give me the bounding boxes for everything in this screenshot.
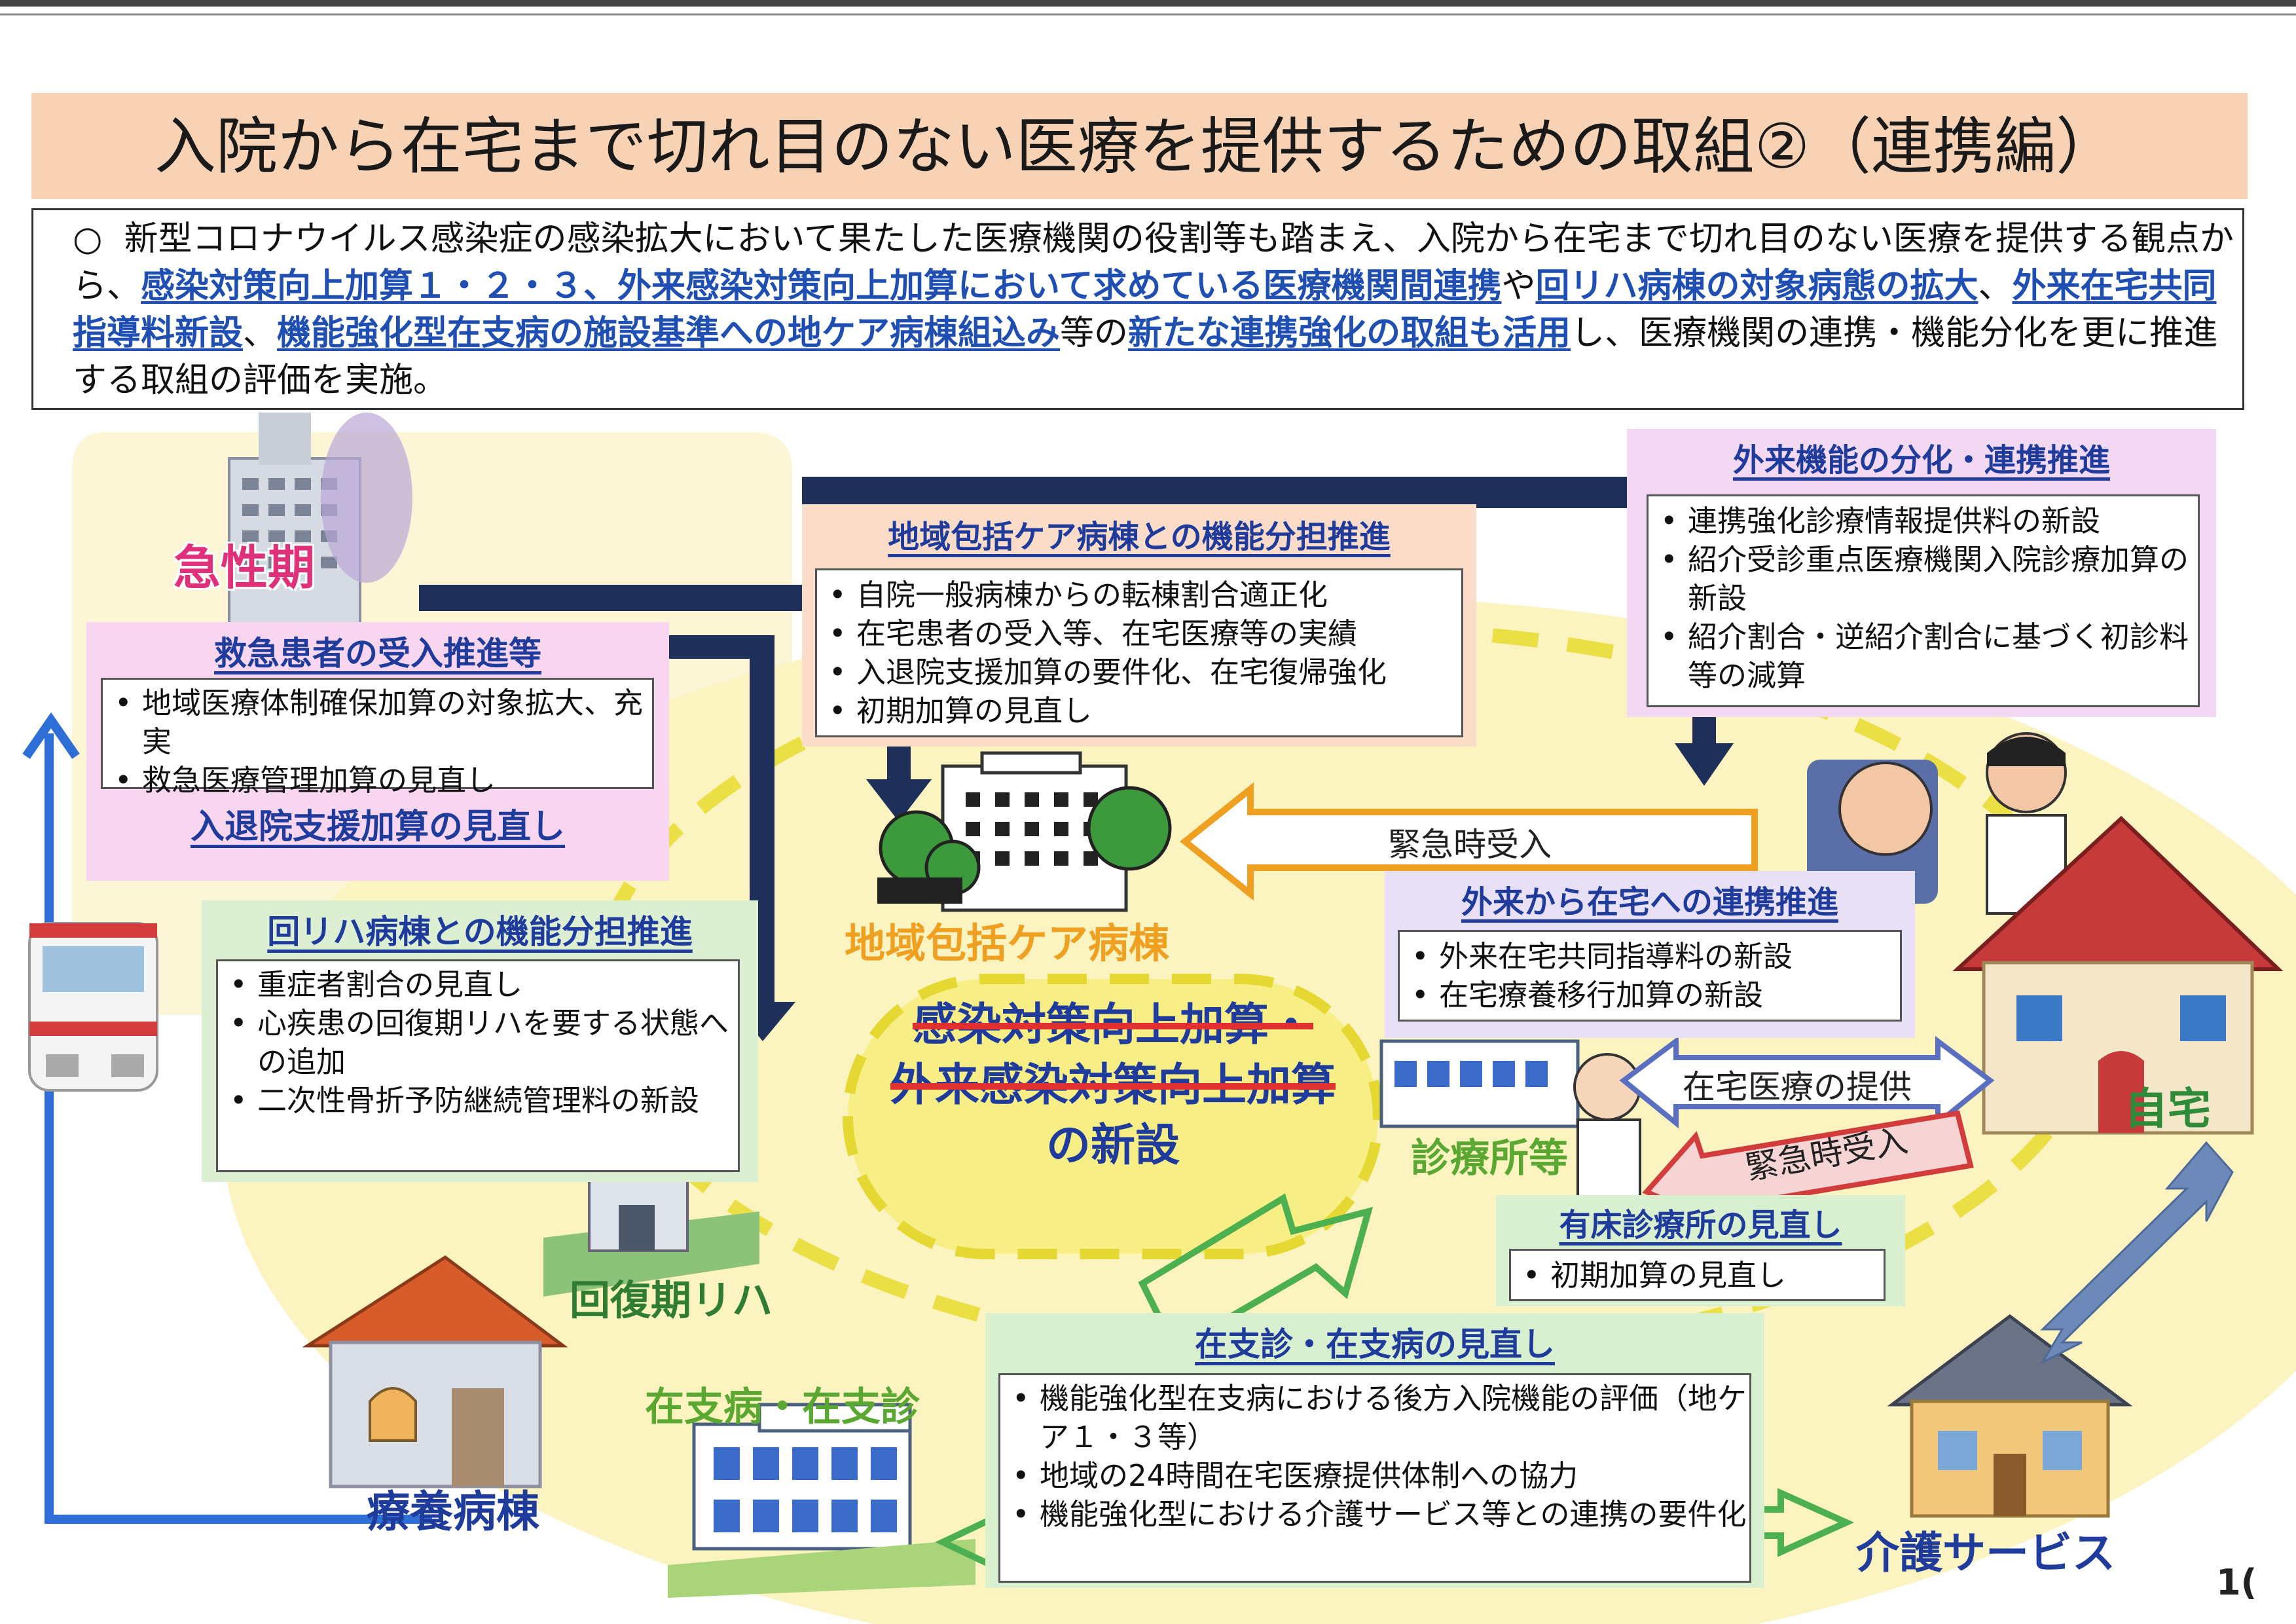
community-box: 地域包括ケア病棟との機能分担推進 自院一般病棟からの転棟割合適正化 在宅患者の受… [802, 504, 1476, 747]
bed-clinic-box: 有床診療所の見直し 初期加算の見直し [1496, 1195, 1905, 1306]
acute-label: 急性期 [173, 540, 316, 595]
outpatient-home-item-1: 外来在宅共同指導料の新設 [1400, 937, 1900, 976]
rehab-box: 回リハ病棟との機能分担推進 重症者割合の見直し 心疾患の回復期リハを要する状態へ… [202, 900, 758, 1182]
bed-clinic-item-1: 初期加算の見直し [1511, 1256, 1884, 1295]
center-line-1: 感染対策向上加算・ [912, 999, 1313, 1051]
community-item-3: 入退院支援加算の要件化、在宅復帰強化 [817, 653, 1461, 692]
navy-arrows [419, 477, 1734, 1041]
intro-paragraph: ○ 新型コロナウイルス感染症の感染拡大において果たした医療機関の役割等も踏まえ、… [33, 210, 2242, 404]
longterm-ward-label: 療養病棟 [367, 1486, 539, 1537]
intro-box: ○ 新型コロナウイルス感染症の感染拡大において果たした医療機関の役割等も踏まえ、… [31, 208, 2244, 410]
home-support-item-3: 機能強化型における介護サービス等との連携の要件化 [1000, 1495, 1749, 1534]
intro-highlight-3: 外来在宅共同指導料新設 [73, 267, 2217, 353]
home-support-label: 在支病・在支診 [645, 1384, 920, 1430]
emergency-footer: 入退院支援加算の見直し [190, 807, 565, 847]
recovery-rehab-label: 回復期リハ [570, 1276, 773, 1324]
emergency-heading: 救急患者の受入推進等 [214, 635, 541, 673]
outpatient-item-2: 紹介受診重点医療機関入院診療加算の新設 [1649, 540, 2198, 618]
bed-clinic-heading: 有床診療所の見直し [1559, 1207, 1842, 1244]
clinic-label: 診療所等 [1411, 1135, 1568, 1181]
home-support-building-icon [668, 1403, 975, 1598]
intro-highlight-4: 機能強化型在支病の施設基準への地ケア病棟組込み [277, 314, 1061, 353]
intro-bullet: ○ [73, 219, 103, 259]
emergency-item-2: 救急医療管理加算の見直し [103, 761, 652, 800]
hospital-tower-icon [228, 413, 412, 643]
emergency-admission-arrow [1179, 782, 1758, 901]
home-support-item-2: 地域の24時間在宅医療提供体制への協力 [1000, 1456, 1749, 1495]
intro-text-3: 、 [1978, 267, 2013, 306]
rehab-heading: 回リハ病棟との機能分担推進 [267, 913, 693, 951]
home-support-list-box: 機能強化型在支病における後方入院機能の評価（地ケア１・３等） 地域の24時間在宅… [998, 1373, 1751, 1583]
outpatient-home-heading: 外来から在宅への連携推進 [1461, 884, 1838, 921]
emergency-list-box: 地域医療体制確保加算の対象拡大、充実 救急医療管理加算の見直し [101, 678, 654, 800]
bed-clinic-list-box: 初期加算の見直し [1509, 1249, 1886, 1301]
center-text: 感染対策向上加算・ 外来感染対策向上加算 の新設 [848, 995, 1378, 1176]
outpatient-box: 外来機能の分化・連携推進 連携強化診療情報提供料の新設 紹介受診重点医療機関入院… [1627, 429, 2216, 717]
community-list-box: 自院一般病棟からの転棟割合適正化 在宅患者の受入等、在宅医療等の実績 入退院支援… [815, 568, 1463, 737]
home-medical-provision-label: 在宅医療の提供 [1683, 1068, 1912, 1106]
rehab-item-1: 重症者割合の見直し [218, 965, 738, 1004]
left-return-arrow-head [22, 712, 80, 759]
community-item-4: 初期加算の見直し [817, 692, 1461, 730]
rehab-list-box: 重症者割合の見直し 心疾患の回復期リハを要する状態への追加 二次性骨折予防継続管… [216, 959, 740, 1172]
intro-text-2: や [1501, 267, 1536, 306]
intro-highlight-2: 回リハ病棟の対象病態の拡大 [1535, 267, 1978, 306]
intro-text-6: し、医療機関の連携・機能分化を更に推進する取組の評価を実施。 [73, 314, 2218, 400]
intro-highlight-1: 感染対策向上加算１・２・３、外来感染対策向上加算において求めている医療機関間連携 [141, 267, 1502, 306]
longterm-ward-house-icon [302, 1255, 568, 1488]
rehab-item-3: 二次性骨折予防継続管理料の新設 [218, 1081, 738, 1120]
outpatient-home-box: 外来から在宅への連携推進 外来在宅共同指導料の新設 在宅療養移行加算の新設 [1385, 871, 1915, 1038]
home-support-heading: 在支診・在支病の見直し [1195, 1325, 1555, 1363]
intro-text-1: 新型コロナウイルス感染症の感染拡大において果たした医療機関の役割等も踏まえ、入院… [73, 219, 2234, 306]
title-banner [31, 93, 2248, 199]
community-item-1: 自院一般病棟からの転棟割合適正化 [817, 576, 1461, 614]
home-care-double-arrow [2040, 1141, 2234, 1365]
community-heading: 地域包括ケア病棟との機能分担推進 [888, 519, 1391, 555]
page-title: 入院から在宅まで切れ目のない医療を提供するための取組②（連携編） [154, 111, 2118, 183]
intro-text-4: 、 [243, 314, 278, 353]
emergency-item-1: 地域医療体制確保加算の対象拡大、充実 [103, 684, 652, 761]
outpatient-home-item-2: 在宅療養移行加算の新設 [1400, 976, 1900, 1014]
page-number: 1( [2216, 1562, 2257, 1603]
emergency-box: 救急患者の受入推進等 地域医療体制確保加算の対象拡大、充実 救急医療管理加算の見… [86, 622, 669, 881]
clinic-building-icon [1379, 1039, 1641, 1200]
rehab-item-2: 心疾患の回復期リハを要する状態への追加 [218, 1004, 738, 1081]
intro-highlight-5: 新たな連携強化の取組も活用 [1128, 314, 1571, 353]
home-house-icon [1807, 732, 2284, 1135]
emergency-admission-label: 緊急時受入 [1388, 826, 1552, 864]
center-line-3: の新設 [1046, 1120, 1180, 1172]
home-support-item-1: 機能強化型在支病における後方入院機能の評価（地ケア１・３等） [1000, 1379, 1749, 1456]
home-label: 自宅 [2124, 1084, 2211, 1134]
rehab-building-icon [543, 1171, 759, 1297]
community-ward-label: 地域包括ケア病棟 [845, 919, 1170, 967]
care-service-label: 介護サービス [1856, 1528, 2115, 1578]
outpatient-item-1: 連携強化診療情報提供料の新設 [1649, 502, 2198, 540]
community-ward-building-icon [877, 751, 1172, 912]
home-medical-provision-arrow [1619, 1036, 1995, 1129]
home-support-box: 在支診・在支病の見直し 機能強化型在支病における後方入院機能の評価（地ケア１・３… [985, 1313, 1764, 1588]
intro-text-5: 等の [1060, 314, 1129, 353]
outpatient-list-box: 連携強化診療情報提供料の新設 紹介受診重点医療機関入院診療加算の新設 紹介割合・… [1647, 494, 2200, 707]
outpatient-home-list-box: 外来在宅共同指導料の新設 在宅療養移行加算の新設 [1398, 930, 1902, 1022]
community-item-2: 在宅患者の受入等、在宅医療等の実績 [817, 614, 1461, 653]
care-service-house-icon [1887, 1314, 2133, 1518]
center-line-2: 外来感染対策向上加算 [890, 1060, 1336, 1111]
center-bubble [843, 974, 1383, 1259]
outpatient-item-3: 紹介割合・逆紹介割合に基づく初診料等の減算 [1649, 618, 2198, 695]
ambulance-icon [28, 922, 158, 1092]
scan-edge [0, 0, 2296, 7]
outpatient-heading: 外来機能の分化・連携推進 [1732, 442, 2110, 479]
